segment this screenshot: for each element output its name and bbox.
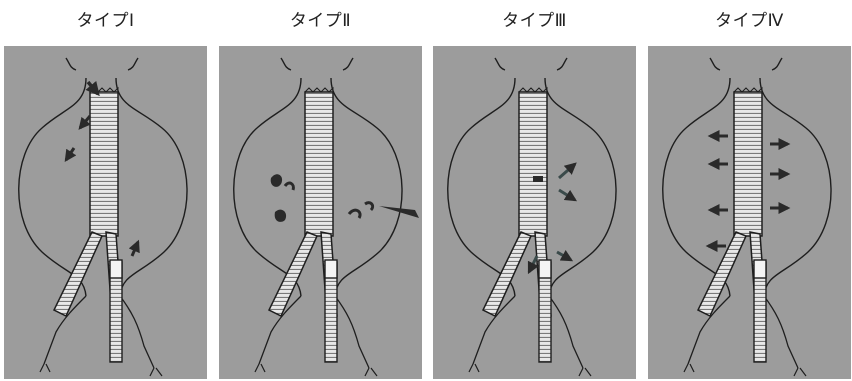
backflow-mark [275, 210, 286, 222]
junction-defect [533, 176, 543, 182]
label-type-3: タイプⅢ [433, 6, 636, 31]
diagram-type-4 [648, 46, 851, 379]
backflow-mark [365, 203, 373, 210]
endoleak-arrow [132, 242, 138, 256]
endoleak-arrow [66, 148, 74, 160]
diagram-type-2 [219, 46, 422, 379]
endoleak-arrow [529, 256, 537, 272]
backflow-mark [271, 174, 282, 187]
diagram-type-3 [433, 46, 636, 379]
diagram-type-1 [4, 46, 207, 379]
endoleak-arrow [559, 164, 575, 178]
endoleak-arrow [80, 116, 90, 128]
backflow-mark [349, 210, 360, 218]
backflow-mark [285, 183, 293, 190]
panel-type-3 [433, 46, 636, 379]
label-type-2: タイプⅡ [219, 6, 422, 31]
panel-type-2 [219, 46, 422, 379]
panel-type-1 [4, 46, 207, 379]
panel-type-4 [648, 46, 851, 379]
endoleak-arrow [557, 252, 571, 260]
label-type-1: タイプⅠ [4, 6, 207, 31]
label-type-4: タイプⅣ [648, 6, 851, 31]
endoleak-arrow [559, 190, 575, 200]
